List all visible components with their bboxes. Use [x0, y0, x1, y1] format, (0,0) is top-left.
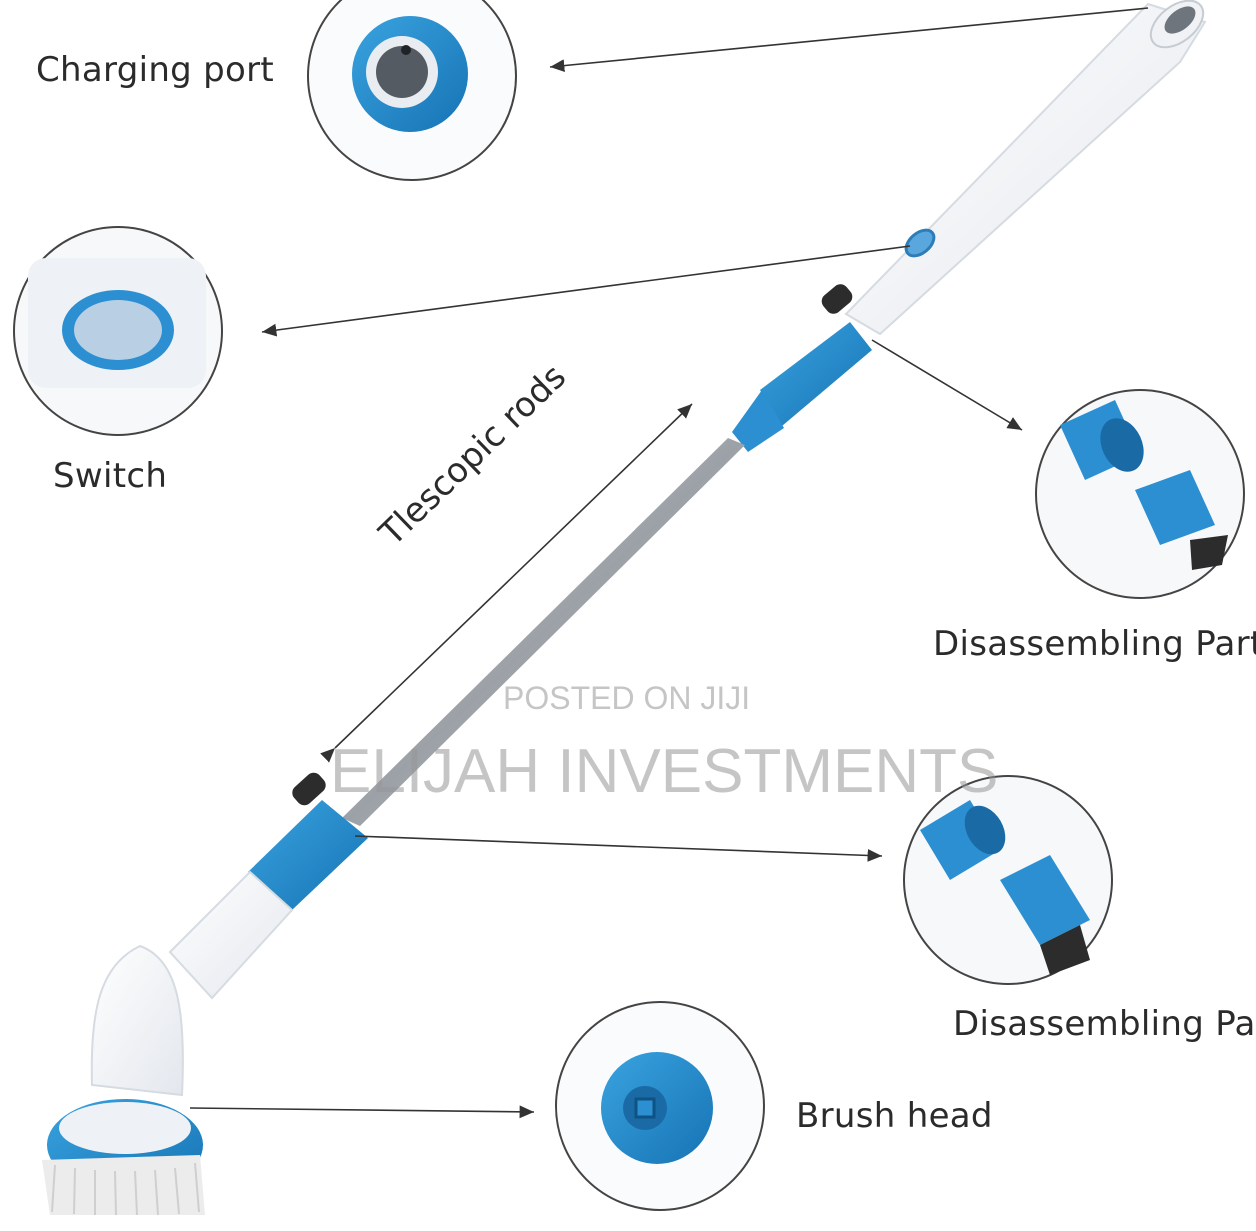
arrow-disassembling-2 — [354, 835, 883, 862]
handle-upper — [844, 0, 1207, 336]
handle-lower — [168, 870, 294, 1000]
arrow-disassembling-1 — [871, 339, 1023, 431]
callout-brush-head — [555, 1001, 765, 1211]
watermark-line2: ELIJAH INVESTMENTS — [330, 737, 999, 806]
label-charging-port: Charging port — [36, 50, 275, 90]
callout-charging-port — [307, 0, 517, 181]
brush-head — [42, 944, 205, 1216]
callout-disassembling-1 — [1035, 389, 1245, 599]
arrow-charging-port — [549, 7, 1149, 72]
switch-button-icon — [904, 228, 936, 258]
label-brush-head: Brush head — [796, 1096, 993, 1136]
coupler-lower — [248, 772, 368, 910]
arrow-brush-head — [189, 1105, 535, 1119]
arrow-switch — [261, 245, 911, 337]
label-disassembling-part-1: Disassembling Part — [933, 624, 1256, 664]
callout-switch — [13, 226, 223, 436]
arrow-telescopic-length — [320, 403, 693, 763]
coupler-upper — [732, 284, 872, 452]
lock-clip-upper-icon — [821, 284, 853, 314]
watermark-line1: POSTED ON JIJI — [503, 680, 751, 716]
lock-clip-lower-icon — [292, 772, 326, 806]
label-disassembling-part-2: Disassembling Par — [953, 1004, 1256, 1044]
label-switch: Switch — [53, 456, 168, 496]
callout-arrows — [189, 7, 1149, 1119]
callout-disassembling-2 — [903, 775, 1113, 985]
